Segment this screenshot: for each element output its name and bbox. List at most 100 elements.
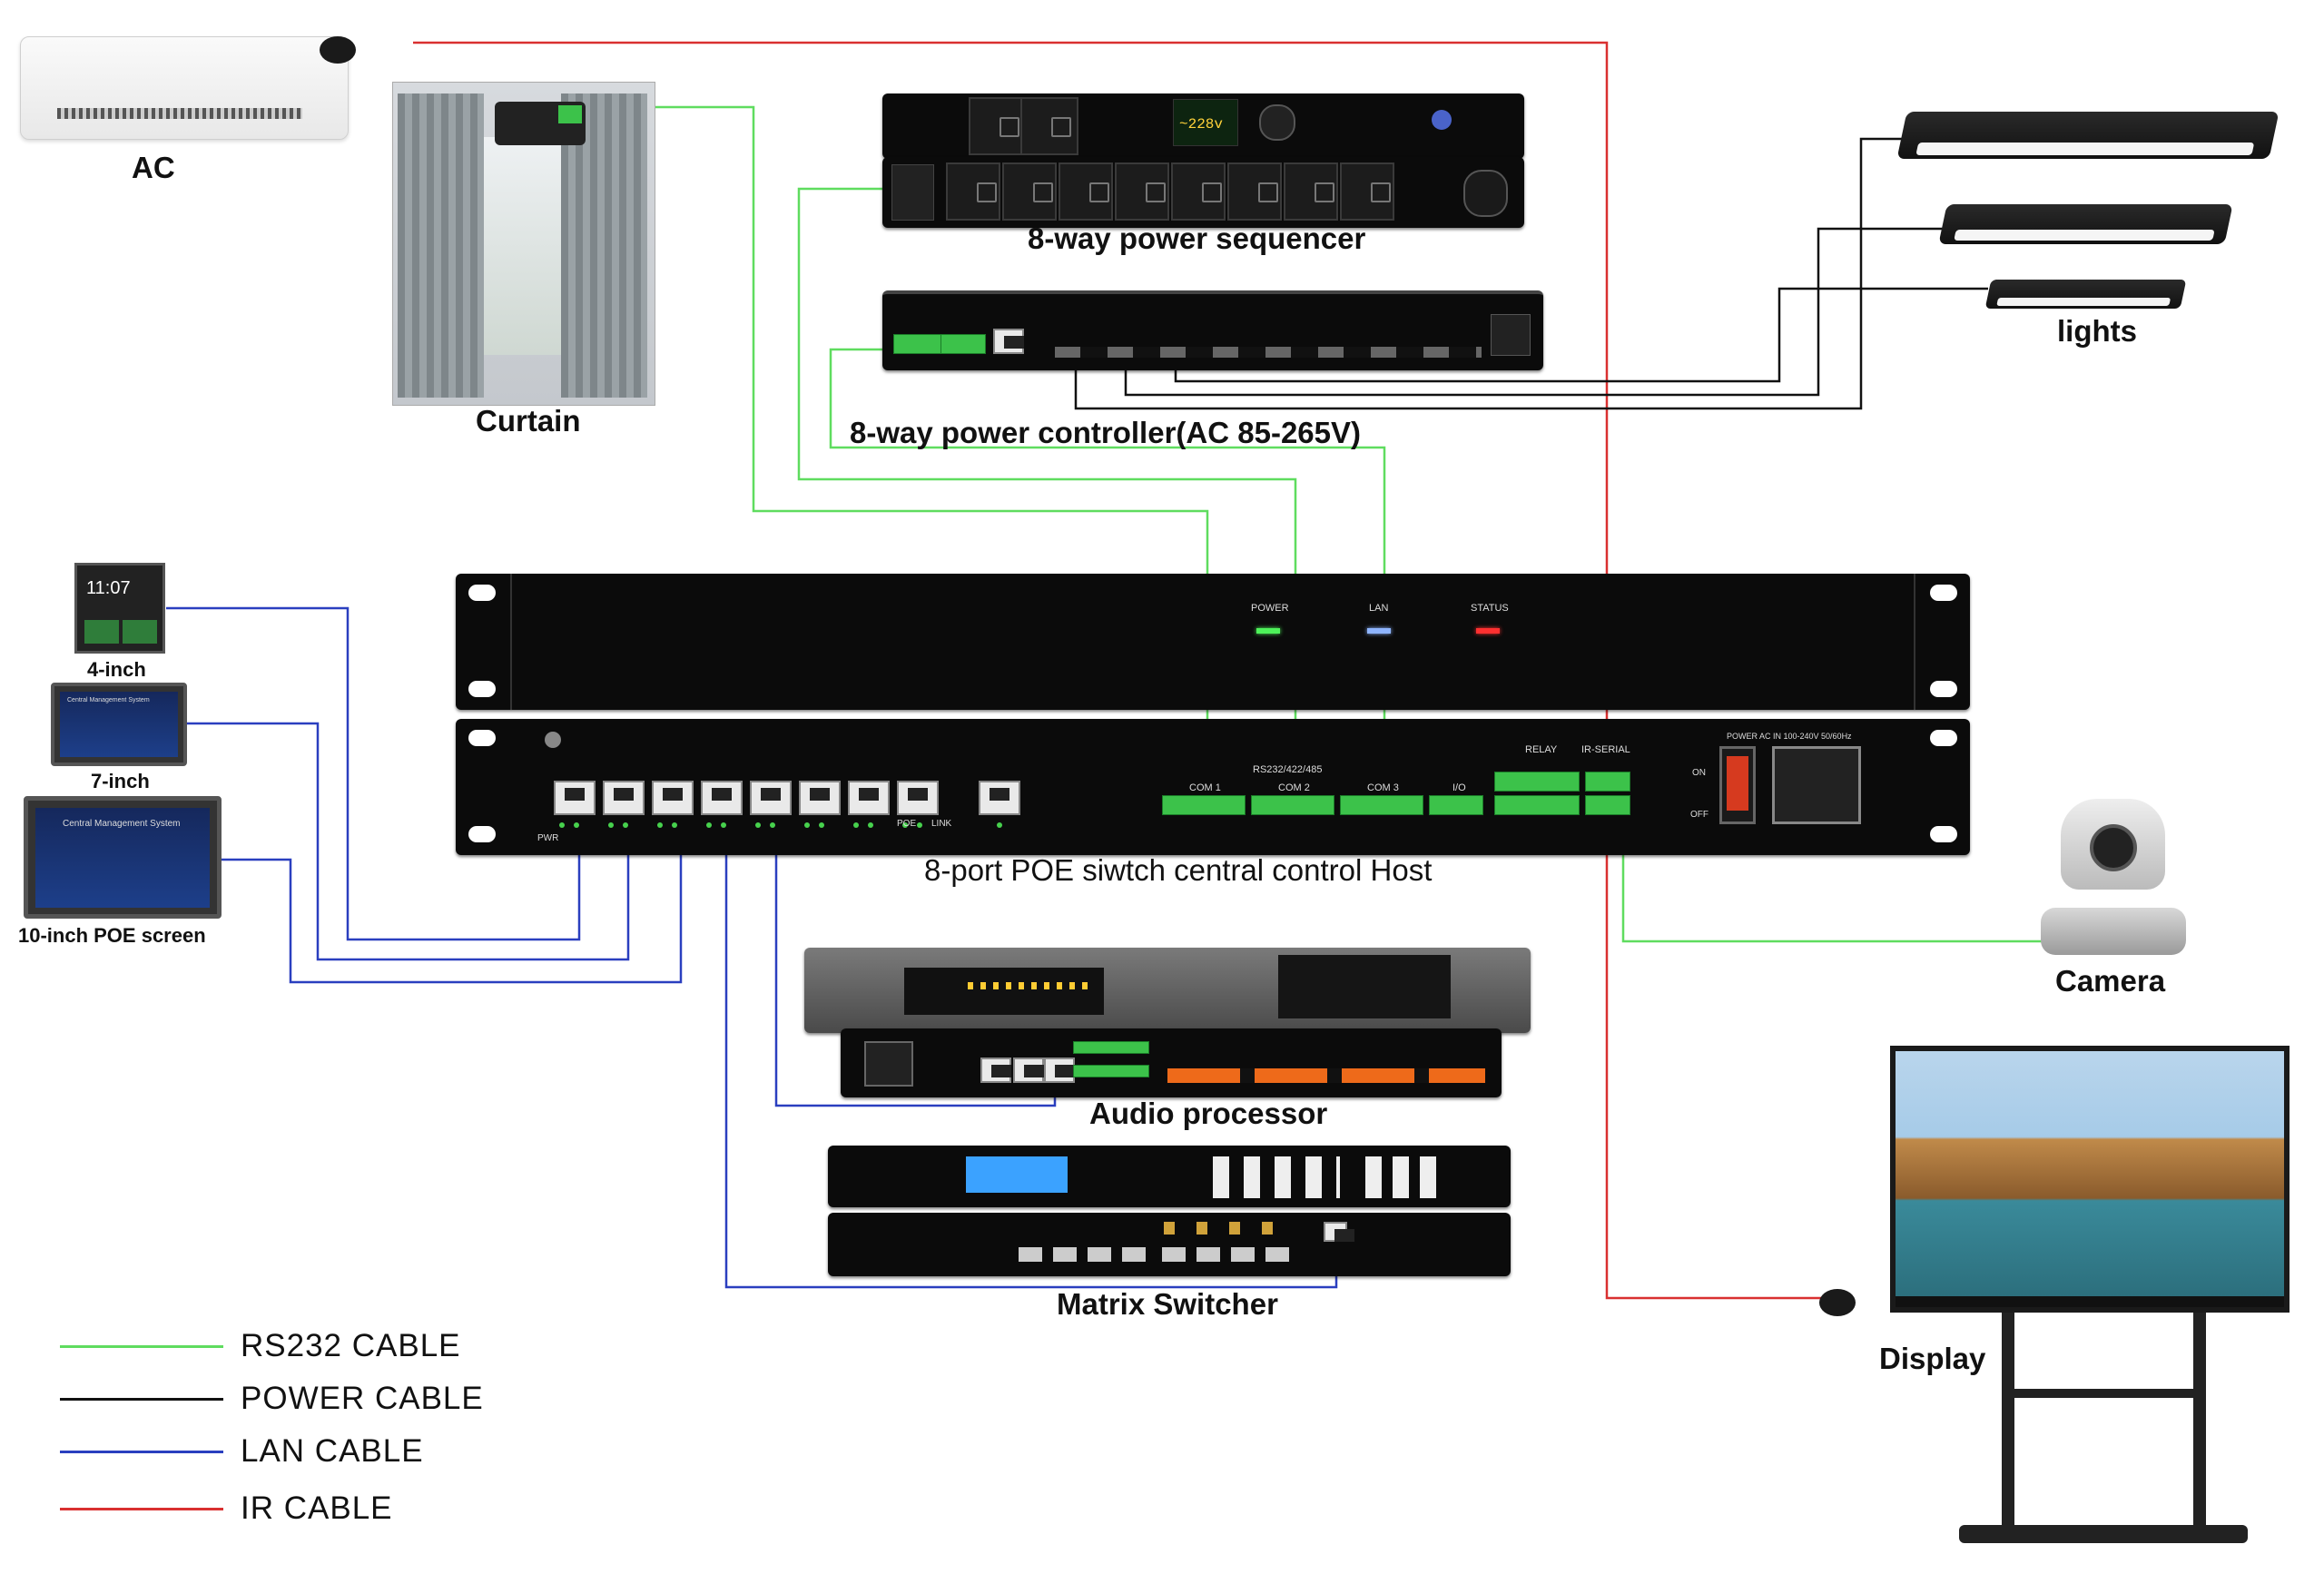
port-led (902, 822, 908, 828)
relay-terminal[interactable] (1494, 772, 1580, 792)
outlet (1340, 162, 1394, 221)
port-led (853, 822, 859, 828)
poe-port-2[interactable] (603, 781, 645, 815)
status-indicator-label: STATUS (1471, 603, 1509, 614)
ten-inch-panel[interactable]: Central Management System (24, 796, 222, 919)
poe-port-3[interactable] (652, 781, 694, 815)
port-led (657, 822, 663, 828)
camera-head (2061, 799, 2165, 890)
matrix-back (828, 1213, 1511, 1276)
audio-dante-port[interactable] (1013, 1058, 1044, 1083)
relay-terminal[interactable] (1494, 795, 1580, 815)
power-cable-light-3 (1174, 287, 1988, 383)
host-label: 8-port POE siwtch central control Host (924, 853, 1433, 887)
rack-ear-hole (1930, 681, 1957, 697)
audio-terminal[interactable] (1073, 1041, 1149, 1054)
host-front: POWER LAN STATUS (456, 574, 1970, 710)
poe-port-8[interactable] (897, 781, 939, 815)
display-stand-base (1959, 1525, 2248, 1543)
matrix-lan-port[interactable] (1324, 1222, 1354, 1242)
status-led (1476, 628, 1500, 634)
audio-display (1278, 955, 1451, 1018)
sequencer-io (891, 164, 934, 221)
port-led (672, 822, 677, 828)
legend-ir-text: IR CABLE (241, 1490, 393, 1526)
outlet (946, 162, 1000, 221)
camera-label: Camera (2055, 964, 2166, 998)
rack-ear-hole (468, 826, 496, 842)
poe-port-6[interactable] (799, 781, 841, 815)
poe-port-4[interactable] (701, 781, 743, 815)
lan-cable-10inch (222, 828, 683, 984)
outlet (1115, 162, 1169, 221)
audio-terminal[interactable] (1073, 1065, 1149, 1077)
outlet (1002, 162, 1057, 221)
motor-terminal (558, 105, 582, 123)
rack-ear-hole (1930, 730, 1957, 746)
port-led (868, 822, 873, 828)
power-switch[interactable] (1719, 746, 1756, 824)
legend-lan-line (60, 1451, 223, 1453)
poe-port-5[interactable] (750, 781, 792, 815)
audio-front-panel (904, 968, 1104, 1015)
link-label: LINK (931, 819, 952, 829)
controller-lan-port[interactable] (993, 329, 1024, 354)
rack-ear-hole (468, 730, 496, 746)
display-stand-post (2002, 1313, 2014, 1538)
ten-inch-label: 10-inch POE screen (18, 924, 206, 947)
outlet (1020, 97, 1078, 155)
port-led (755, 822, 761, 828)
poe-port-1[interactable] (554, 781, 596, 815)
audio-processor-front (804, 948, 1531, 1033)
camera-base (2041, 908, 2186, 955)
sequencer-knob[interactable] (1259, 104, 1295, 141)
ir-serial-terminal[interactable] (1585, 772, 1630, 792)
seven-inch-panel[interactable]: Central Management System (51, 683, 187, 766)
rs232-cable-camera (1621, 821, 2047, 943)
ac-label: AC (132, 151, 175, 184)
matrix-buttons[interactable] (1213, 1156, 1340, 1198)
camera-lens (2090, 824, 2137, 871)
seven-inch-label: 7-inch (91, 770, 150, 792)
sequencer-power-button[interactable] (1432, 110, 1452, 130)
rs232-label: RS232/422/485 (1253, 764, 1323, 775)
seven-inch-screen: Central Management System (60, 692, 178, 757)
port-led (917, 822, 922, 828)
io-terminal[interactable] (1429, 795, 1483, 815)
rack-ear-hole (1930, 826, 1957, 842)
audio-power-inlet (864, 1041, 913, 1087)
ten-inch-title: Central Management System (63, 819, 181, 829)
audio-dante-port[interactable] (980, 1058, 1011, 1083)
matrix-control-buttons[interactable] (1365, 1156, 1436, 1198)
seven-inch-title: Central Management System (67, 697, 150, 703)
ac-unit (20, 36, 349, 140)
power-switch-rocker (1727, 756, 1748, 811)
light-panel-3 (1984, 280, 2187, 309)
com1-terminal[interactable] (1162, 795, 1246, 815)
com3-terminal[interactable] (1340, 795, 1423, 815)
curtain-left (398, 93, 484, 398)
ir-serial-terminal[interactable] (1585, 795, 1630, 815)
ir-emitter-ac (320, 36, 356, 64)
power-cable-light-2 (1124, 227, 1943, 397)
port-led (804, 822, 810, 828)
audio-led-row (968, 982, 1095, 989)
ten-inch-screen: Central Management System (35, 808, 210, 908)
controller-power-inlet (1491, 314, 1531, 356)
uplink-port-9[interactable] (979, 781, 1020, 815)
ir-serial-label: IR-SERIAL (1581, 744, 1630, 755)
four-inch-panel[interactable]: 11:07 (74, 563, 165, 654)
power-sequencer-back (882, 157, 1524, 228)
curtain-label: Curtain (476, 404, 581, 438)
audio-lan-port[interactable] (1044, 1058, 1075, 1083)
controller-terminal (940, 334, 986, 354)
matrix-audio-out (1164, 1222, 1282, 1235)
port-led (819, 822, 824, 828)
lan-cable-4inch (166, 606, 581, 941)
com2-terminal[interactable] (1251, 795, 1334, 815)
relay-label: RELAY (1525, 744, 1558, 755)
poe-port-7[interactable] (848, 781, 890, 815)
ac-vent (57, 108, 302, 119)
power-cable-light-1 (1074, 137, 1911, 410)
outlet (1059, 162, 1113, 221)
